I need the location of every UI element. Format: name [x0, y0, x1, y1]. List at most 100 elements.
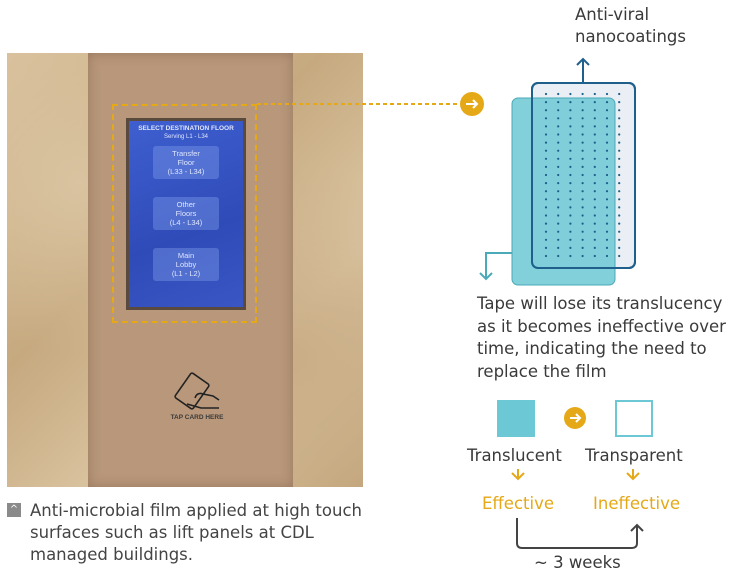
- dot: [581, 141, 584, 144]
- dot: [544, 182, 548, 185]
- arrow-down-icon: [626, 469, 640, 481]
- nanocoating-dots: [544, 92, 621, 258]
- dot: [581, 230, 584, 233]
- dot: [605, 165, 609, 168]
- tap-card-area: TAP CARD HERE: [137, 370, 257, 421]
- transparent-label: Transparent: [585, 446, 683, 465]
- dot: [593, 173, 596, 177]
- dot: [605, 101, 609, 104]
- dot: [569, 92, 572, 96]
- dot: [618, 109, 621, 112]
- dot: [618, 230, 621, 233]
- dot: [581, 125, 584, 128]
- dot: [557, 230, 560, 233]
- dot: [557, 238, 560, 241]
- dot: [581, 206, 584, 209]
- dot: [557, 133, 560, 136]
- dot: [593, 141, 596, 144]
- dot: [569, 214, 572, 217]
- dot: [605, 198, 609, 201]
- dot: [557, 182, 560, 185]
- dot: [569, 198, 572, 201]
- dot: [618, 246, 621, 249]
- dot: [605, 125, 609, 128]
- dot: [557, 117, 560, 120]
- dot: [593, 92, 596, 96]
- dot: [618, 238, 621, 241]
- translucent-label: Translucent: [467, 446, 562, 465]
- dot: [618, 101, 621, 104]
- dot: [569, 246, 572, 249]
- dot: [605, 182, 609, 185]
- dot: [544, 157, 548, 160]
- dot: [569, 182, 572, 185]
- dot: [593, 230, 596, 233]
- dot: [605, 246, 609, 249]
- dot: [618, 125, 621, 128]
- dot: [581, 182, 584, 185]
- dot: [544, 92, 548, 96]
- dot: [593, 214, 596, 217]
- dot: [557, 125, 560, 128]
- dot: [557, 109, 560, 112]
- dot: [593, 165, 596, 168]
- dot: [581, 133, 584, 136]
- dot: [544, 149, 548, 152]
- dot: [593, 198, 596, 201]
- dot: [618, 92, 621, 96]
- dot: [544, 141, 548, 144]
- highlight-box: [112, 104, 257, 323]
- dot: [544, 214, 548, 217]
- arrow-up-icon: [576, 57, 590, 66]
- dot: [593, 222, 596, 225]
- dot: [569, 165, 572, 168]
- screen-title: SELECT DESTINATION FLOOR: [138, 125, 234, 132]
- dot: [557, 214, 560, 217]
- dot: [618, 141, 621, 144]
- arrow-down-icon: [511, 469, 525, 481]
- dot: [581, 149, 584, 152]
- dot: [618, 190, 621, 193]
- floor-select-screen: SELECT DESTINATION FLOOR Serving L1 - L3…: [126, 118, 246, 310]
- dot: [569, 125, 572, 128]
- dot: [618, 206, 621, 209]
- dot: [593, 101, 596, 104]
- dot: [569, 133, 572, 136]
- dot: [581, 165, 584, 168]
- dot: [557, 157, 560, 160]
- dot: [593, 182, 596, 185]
- ineffective-label: Ineffective: [593, 494, 681, 513]
- dot: [618, 214, 621, 217]
- duration-label: ~ 3 weeks: [534, 553, 621, 572]
- dot: [557, 149, 560, 152]
- dot: [544, 246, 548, 249]
- dot: [618, 254, 621, 258]
- dot: [581, 254, 584, 258]
- dot: [569, 117, 572, 120]
- dot: [581, 214, 584, 217]
- dot: [569, 206, 572, 209]
- dot: [581, 157, 584, 160]
- dot: [569, 254, 572, 258]
- dot: [557, 206, 560, 209]
- dot: [544, 206, 548, 209]
- dot: [569, 222, 572, 225]
- tape-layer: [479, 97, 616, 286]
- dot: [581, 173, 584, 177]
- dot: [593, 125, 596, 128]
- dot: [544, 109, 548, 112]
- dot: [569, 101, 572, 104]
- dot: [618, 173, 621, 177]
- lift-panel-photo: TAP CARD HERE SELECT DESTINATION FLOOR S…: [7, 53, 363, 487]
- dot: [569, 190, 572, 193]
- dot: [581, 101, 584, 104]
- dot: [618, 182, 621, 185]
- dot: [569, 141, 572, 144]
- dot: [605, 190, 609, 193]
- dot: [605, 92, 609, 96]
- dot: [593, 109, 596, 112]
